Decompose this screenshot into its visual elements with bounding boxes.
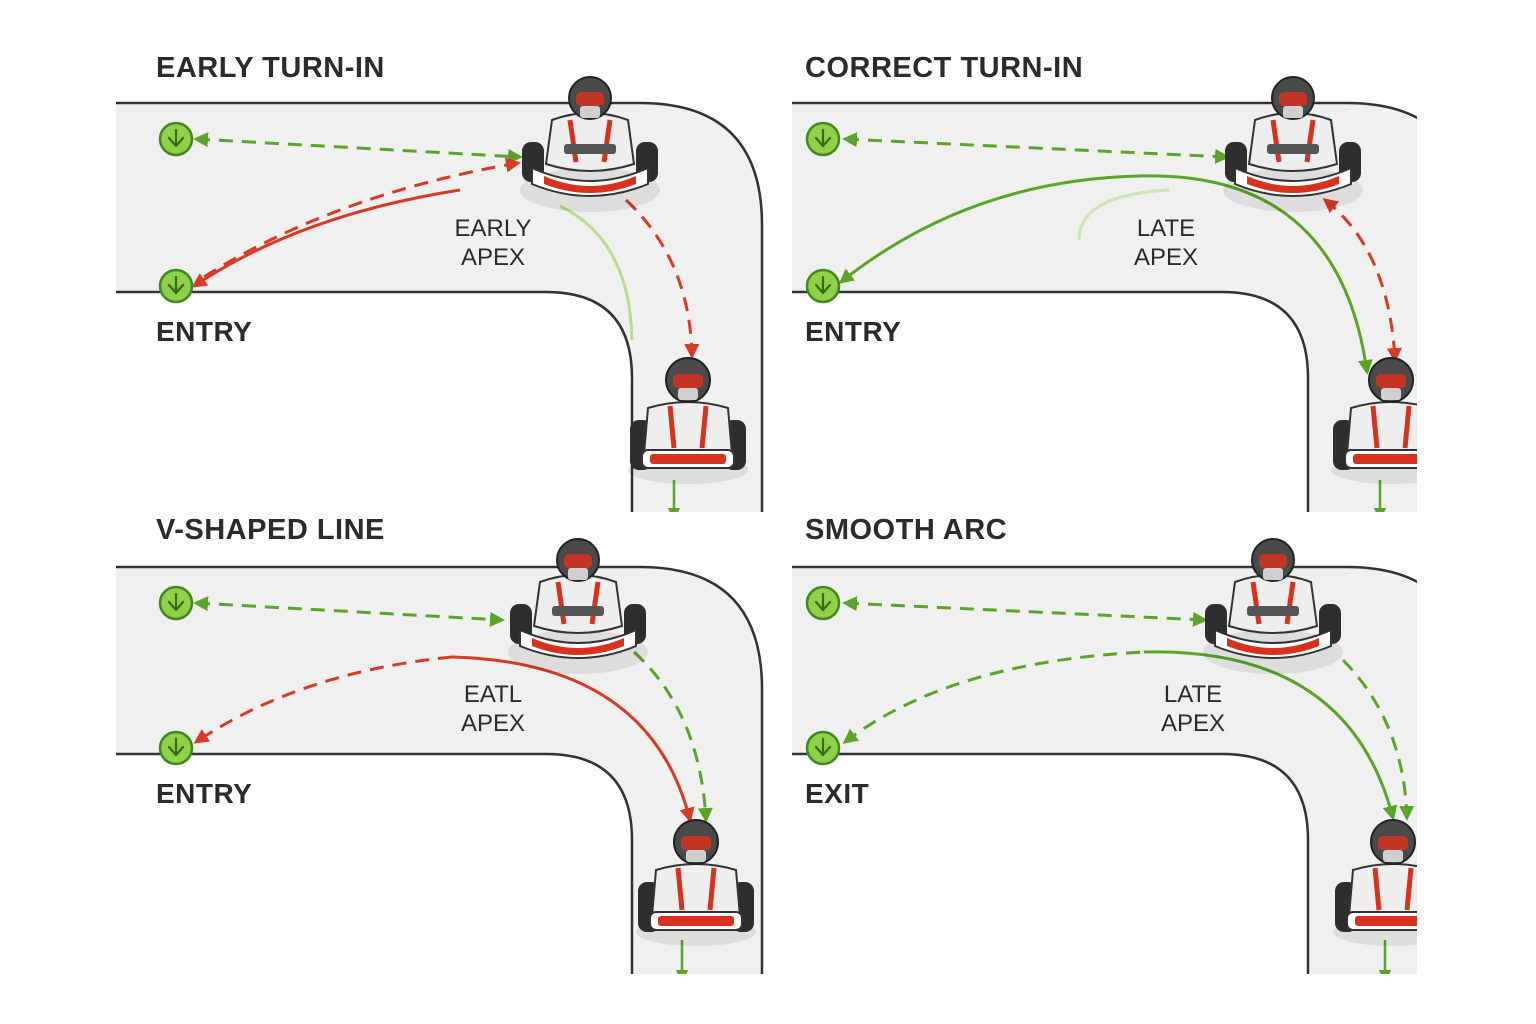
apex-label: LATE APEX xyxy=(1096,214,1236,272)
faint-line xyxy=(559,204,634,341)
dashed-green-line xyxy=(193,596,505,627)
go-kart-icon xyxy=(508,539,648,674)
solid-red-line xyxy=(191,188,461,288)
checkpoint-marker-icon xyxy=(158,730,194,766)
apex-label: LATE APEX xyxy=(1123,680,1263,738)
apex-label-line2: APEX xyxy=(460,244,526,271)
entry-label: ENTRY xyxy=(156,316,253,347)
checkpoint-marker-icon xyxy=(158,585,194,621)
track-inner-edge xyxy=(116,290,634,512)
go-kart-icon xyxy=(520,77,660,212)
track-inner-edge xyxy=(116,752,634,974)
panel-v-shaped-line: V-SHAPED LINE ENTRY EATL APEX xyxy=(0,462,768,974)
track-outer-edge xyxy=(116,101,764,512)
track-outer-edge xyxy=(116,565,764,974)
checkpoint-marker-icon xyxy=(158,121,194,157)
smooth-arc-diagram xyxy=(792,462,1417,974)
exit-label: EXIT xyxy=(805,778,870,809)
dashed-red-line-entry xyxy=(195,157,521,284)
faint-line xyxy=(1077,188,1170,241)
panel-early-turn-in: EARLY TURN-IN ENTRY EARLY APEX xyxy=(0,0,768,512)
entry-label: ENTRY xyxy=(805,316,902,347)
panel-correct-turn-in: CORRECT TURN-IN ENTRY LATE APEX xyxy=(649,0,1417,512)
checkpoint-marker-icon xyxy=(805,121,841,157)
dashed-red-line-exit xyxy=(624,198,700,359)
dashed-green-line xyxy=(193,132,523,164)
go-kart-icon xyxy=(1203,539,1343,674)
solid-red-line xyxy=(451,655,695,823)
dashed-red-line-entry xyxy=(193,655,453,744)
apex-label: EARLY APEX xyxy=(423,214,563,272)
solid-green-line-entry xyxy=(842,650,1145,744)
apex-label-line1: LATE xyxy=(1136,215,1196,242)
dashed-green-line xyxy=(842,132,1230,164)
panel-title: EARLY TURN-IN xyxy=(156,52,385,84)
checkpoint-marker-icon xyxy=(158,268,194,304)
early-turn-in-diagram xyxy=(116,0,764,512)
track-outer-edge xyxy=(792,101,1417,120)
apex-label-line1: EARLY xyxy=(454,215,532,242)
dashed-green-line-exit xyxy=(632,650,713,823)
panel-title: SMOOTH ARC xyxy=(805,514,1008,546)
track-outer-edge xyxy=(792,565,1417,584)
track-inner-edge xyxy=(792,752,1310,974)
checkpoint-marker-icon xyxy=(805,730,841,766)
apex-label-line1: EATL xyxy=(463,681,523,708)
checkpoint-marker-icon xyxy=(805,268,841,304)
entry-label: ENTRY xyxy=(156,778,253,809)
v-shaped-line-diagram xyxy=(116,462,764,974)
apex-label-line2: APEX xyxy=(460,710,526,737)
dashed-red-line-exit xyxy=(1322,198,1402,363)
panel-title: V-SHAPED LINE xyxy=(156,514,385,546)
dashed-green-line xyxy=(842,596,1208,627)
correct-turn-in-diagram xyxy=(792,0,1417,512)
panel-title: CORRECT TURN-IN xyxy=(805,52,1084,84)
panel-smooth-arc: SMOOTH ARC EXIT LATE APEX xyxy=(649,462,1417,974)
apex-label-line1: LATE xyxy=(1163,681,1223,708)
apex-label-line2: APEX xyxy=(1160,710,1226,737)
solid-green-line xyxy=(1143,650,1398,821)
apex-label: EATL APEX xyxy=(423,680,563,738)
go-kart-icon xyxy=(1223,77,1363,212)
apex-label-line2: APEX xyxy=(1133,244,1199,271)
checkpoint-marker-icon xyxy=(805,585,841,621)
